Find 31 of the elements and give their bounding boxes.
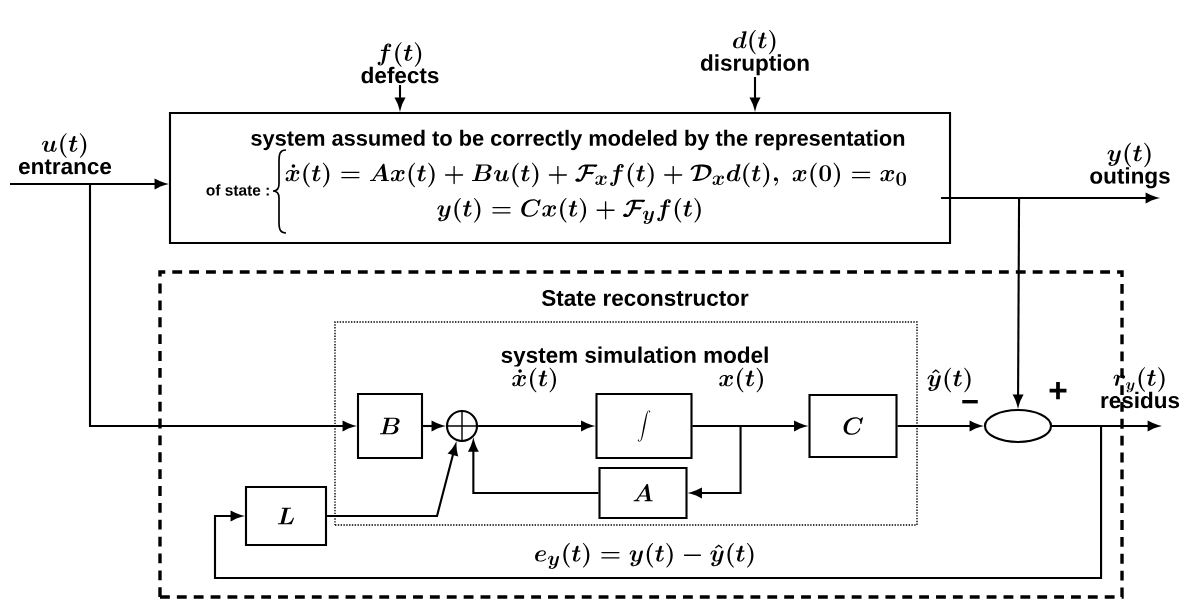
comparator — [983, 408, 1053, 444]
edge-label: $x(t)$ — [716, 366, 768, 394]
arrow — [423, 421, 443, 431]
summing-junction — [445, 409, 479, 443]
edge-label: $\dot{x}(t)$ — [509, 366, 561, 394]
arrow — [897, 421, 981, 431]
integrator-block: $\int$ — [595, 392, 693, 460]
arrow — [468, 440, 599, 495]
gain-block: $B$ — [356, 392, 424, 460]
output-label: $y(t)$ outings — [1090, 142, 1170, 189]
arrow — [690, 424, 742, 498]
arrow — [1013, 198, 1023, 406]
sign-label: + — [1049, 382, 1067, 400]
input-label: $d(t)$ disruption — [700, 29, 809, 76]
system-box: system assumed to be correctly modeled by the representation of state : $\dot{x}(t) = Ax(t) + Bu(t) + \mathcal{F}_x f(t) + \mathcal{D}_x d(t),\ x(0) = x_0$ $y(t) = Cx(t) + \mathcal{F}_y f(t)$ — [168, 111, 952, 245]
equation: $e_y(t) = y(t) - \hat{y}(t)$ — [535, 543, 754, 570]
sign-label: − — [962, 400, 978, 404]
arrow — [750, 77, 760, 109]
gain-block: $C$ — [808, 393, 898, 459]
arrow — [10, 182, 354, 431]
arrow — [395, 85, 405, 109]
arrow — [478, 421, 593, 431]
line — [941, 196, 1020, 200]
output-label: $r_y(t)$ residus — [1101, 367, 1180, 409]
arrow — [213, 424, 1103, 580]
arrow — [1019, 193, 1157, 203]
gain-block: $L$ — [244, 485, 328, 547]
gain-block: $A$ — [598, 466, 688, 520]
input-label: $f(t)$ defects — [361, 42, 439, 84]
input-label: $u(t)$ entrance — [19, 133, 112, 175]
edge-label: $\hat{y}(t)$ — [925, 366, 975, 394]
